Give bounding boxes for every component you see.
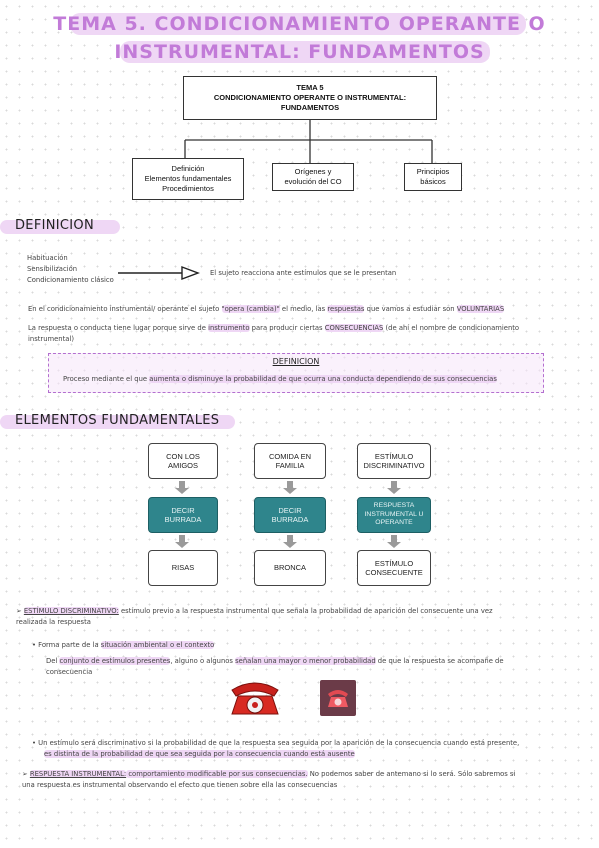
flow-box-response-1: DECIR BURRADA: [148, 497, 218, 533]
down-arrow-icon: [175, 535, 189, 548]
text-run: No podemos saber de antemano si lo será.…: [307, 770, 516, 778]
definition-box-title: DEFINICION: [272, 357, 320, 366]
phone-card-icon: [320, 680, 356, 716]
text-run: el medio, las: [279, 305, 328, 313]
list-item: Habituación: [27, 254, 68, 262]
highlight-run: situación ambiental o el contexto: [100, 641, 215, 649]
page-title-line1: TEMA 5. CONDICIONAMIENTO OPERANTE O: [53, 13, 546, 35]
flow-box-consequence-2: BRONCA: [254, 550, 326, 586]
highlight-run: CONSECUENCIAS: [324, 324, 384, 332]
list-item: Condicionamiento clásico: [27, 275, 114, 284]
highlight-run: ESTÍMULO DISCRIMINATIVO:: [23, 607, 119, 615]
diagram-child2-line: evolución del CO: [284, 177, 342, 186]
diagram-root-box: TEMA 5 CONDICIONAMIENTO OPERANTE O INSTR…: [183, 76, 437, 120]
definition-list: Habituación Sensibilización Condicionami…: [27, 253, 114, 286]
flow-arrows: [175, 481, 401, 548]
arrow-bullet-icon: ➢: [16, 607, 24, 615]
highlight-run: instrumento: [208, 324, 250, 332]
diagram-child1-line: Definición: [171, 163, 205, 173]
bullet-icon: •: [32, 641, 39, 649]
bullet-contexto: • Forma parte de la situación ambiental …: [32, 640, 582, 651]
definition-box-text: Proceso mediante el que aumenta o dismin…: [63, 374, 537, 385]
bullet-discriminativo: • Un estímulo será discriminativo si la …: [32, 738, 588, 760]
text-run: Proceso mediante el que: [63, 375, 150, 383]
title-highlight-2: [120, 41, 490, 63]
diagram-root-line1: TEMA 5: [296, 82, 324, 92]
flow-box-consequence-3: ESTÍMULO CONSECUENTE: [357, 550, 431, 586]
diagram-connectors: [184, 120, 433, 163]
text-run: Un estímulo será discriminativo si la pr…: [38, 739, 520, 747]
down-arrow-icon: [175, 481, 189, 494]
flow-box-context-1: CON LOS AMIGOS: [148, 443, 218, 479]
flow-box-context-3: ESTÍMULO DISCRIMINATIVO: [357, 443, 431, 479]
section-highlight-definicion: [0, 220, 120, 234]
diagram-child3-line: Principios: [416, 166, 450, 176]
highlight-run: conjunto de estímulos presentes: [59, 657, 171, 665]
note-estimulo-discriminativo: ➢ ESTÍMULO DISCRIMINATIVO: estímulo prev…: [16, 606, 588, 628]
text-run: consecuencia: [46, 667, 93, 676]
text-run: La respuesta o conducta tiene lugar porq…: [28, 324, 209, 332]
highlight-run: "opera (cambia)": [221, 305, 280, 313]
section-highlight-elementos: [0, 415, 235, 429]
down-arrow-icon: [283, 535, 297, 548]
definition-paragraph-2: La respuesta o conducta tiene lugar porq…: [28, 323, 588, 345]
text-run: para producir ciertas: [249, 324, 325, 332]
diagram-child-definicion: Definición Elementos fundamentales Proce…: [132, 158, 244, 200]
text-run: realizada la respuesta: [16, 617, 91, 626]
definition-paragraph-1: En el condicionamiento instrumental/ ope…: [28, 304, 588, 315]
diagram-child-origenes: Orígenes y evolución del CO: [272, 163, 354, 191]
text-run: (de ahí el nombre de condicionamiento: [383, 324, 520, 332]
highlight-run: es distinta de la probabilidad de que se…: [44, 749, 355, 758]
text-run: una respuesta es instrumental observando…: [22, 780, 338, 789]
sub-bullet-estimulos: Del conjunto de estímulos presentes, alg…: [46, 656, 582, 678]
flow-box-response-2: DECIR BURRADA: [254, 497, 326, 533]
list-item: Sensibilización: [27, 264, 78, 273]
section-heading-elementos: ELEMENTOS FUNDAMENTALES: [15, 413, 220, 428]
arrow-bullet-icon: ➢: [22, 770, 30, 778]
diagram-child2-line: Orígenes y: [294, 166, 332, 176]
diagram-child1-line: Procedimientos: [162, 184, 214, 194]
definition-box: DEFINICION Proceso mediante el que aumen…: [48, 353, 544, 393]
down-arrow-icon: [283, 481, 297, 494]
highlight-run: aumenta o disminuye la probabilidad de q…: [149, 375, 497, 383]
flow-box-consequence-1: RISAS: [148, 550, 218, 586]
text-run: Del: [46, 657, 60, 665]
arrow-right-icon: [118, 266, 200, 280]
highlight-run: VOLUNTARIAS: [456, 305, 505, 313]
text-run: En el condicionamiento instrumental/ ope…: [28, 305, 222, 313]
diagram-child3-line: básicos: [420, 177, 446, 186]
highlight-run: respuestas: [327, 305, 365, 313]
highlight-run: comportamiento modificable por sus conse…: [126, 770, 308, 778]
diagram-child1-line: Elementos fundamentales: [144, 173, 232, 183]
flow-box-context-2: COMIDA EN FAMILIA: [254, 443, 326, 479]
arrow-text: El sujeto reacciona ante estímulos que s…: [210, 269, 397, 277]
red-rotary-phone-icon: [231, 682, 279, 715]
highlight-run: señalan una mayor o menor probabilidad: [235, 657, 376, 665]
flow-box-response-3: RESPUESTA INSTRUMENTAL U OPERANTE: [357, 497, 431, 533]
text-run: instrumental): [28, 334, 74, 343]
text-run: , alguno o algunos: [170, 657, 236, 665]
diagram-root-line3: FUNDAMENTOS: [280, 103, 340, 113]
page-title-line2: INSTRUMENTAL: FUNDAMENTOS: [114, 41, 485, 63]
section-heading-definicion: DEFINICION: [15, 218, 94, 233]
diagram-root-line2: CONDICIONAMIENTO OPERANTE O INSTRUMENTAL…: [213, 92, 407, 102]
down-arrow-icon: [387, 535, 401, 548]
text-run: Forma parte de la: [38, 641, 101, 649]
highlight-run: RESPUESTA INSTRUMENTAL:: [29, 770, 127, 778]
down-arrow-icon: [387, 481, 401, 494]
text-run: de que la respuesta se acompañe de: [375, 657, 504, 665]
bullet-icon: •: [32, 739, 39, 747]
diagram-child-principios: Principios básicos: [404, 163, 462, 191]
note-respuesta-instrumental: ➢ RESPUESTA INSTRUMENTAL: comportamiento…: [22, 769, 588, 791]
text-run: estímulo previo a la respuesta instrumen…: [118, 607, 493, 615]
title-highlight-1: [70, 13, 526, 35]
text-run: que vamos a estudiar son: [364, 305, 457, 313]
